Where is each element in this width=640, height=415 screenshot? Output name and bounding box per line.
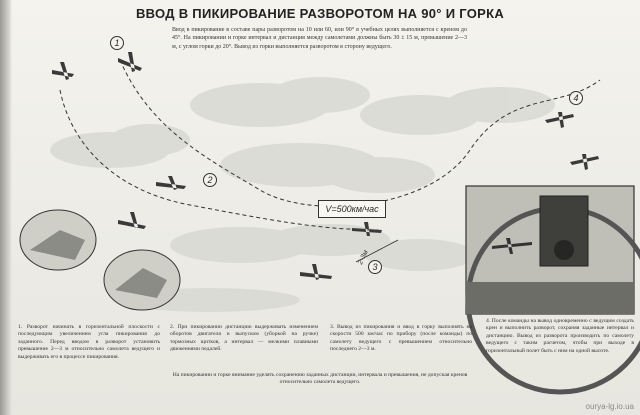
watermark: ourya-lg.io.ua [585, 402, 634, 411]
marker-2: 2 [203, 173, 217, 187]
caption-4: 4. После команды на вывод одновременно с… [486, 318, 634, 354]
caption-3: 3. Вывод из пикирования и ввод в горку в… [330, 324, 472, 353]
marker-4: 4 [569, 91, 583, 105]
caption-1: 1. Разворот начинать в горизонтальной пл… [18, 324, 160, 360]
leader-path [59, 89, 381, 231]
speed-label: V=500км/час [318, 200, 386, 218]
distance-line [355, 239, 399, 263]
cockpit-view [465, 185, 640, 395]
intro-text: Ввод в пикирование в составе пары развор… [172, 27, 467, 50]
pilot-inset-2 [103, 249, 181, 311]
marker-1: 1 [110, 36, 124, 50]
page-fold-shadow [0, 0, 12, 415]
page-title: ВВОД В ПИКИРОВАНИЕ РАЗВОРОТОМ НА 90° И Г… [135, 6, 505, 21]
pilot-inset-1 [19, 209, 97, 271]
caption-2: 2. При пикировании дистанцию выдерживать… [170, 324, 318, 353]
clouds [50, 77, 555, 312]
wingman-path [119, 59, 601, 207]
marker-3: 3 [368, 260, 382, 274]
footnote: На пикировании и горке внимание уделять … [172, 372, 468, 386]
aircraft [52, 52, 599, 280]
